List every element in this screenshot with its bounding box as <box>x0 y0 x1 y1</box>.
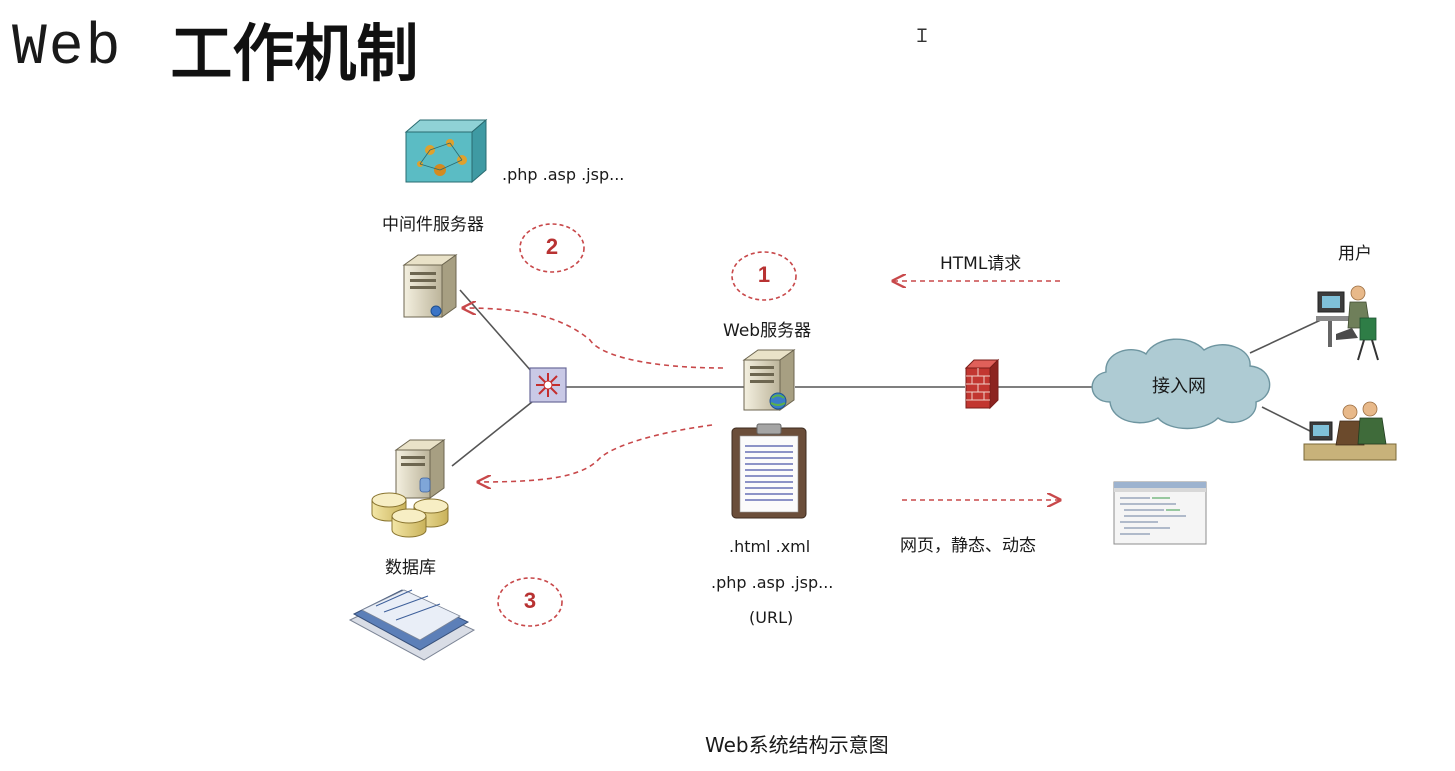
access-network-label: 接入网 <box>1152 376 1206 397</box>
database-arrow <box>478 424 713 482</box>
dashed-arrows <box>463 281 1060 500</box>
html-request-label: HTML请求 <box>940 254 1022 274</box>
step-3-circle <box>497 577 563 627</box>
file-types-line-1: .html .xml <box>729 537 811 556</box>
text-cursor-icon: Ｉ <box>913 26 931 47</box>
middleware-cube-icon <box>404 118 488 184</box>
user-workstation-icon <box>1316 285 1379 361</box>
users-group-icon <box>1303 401 1397 461</box>
step-1-circle <box>731 251 797 301</box>
page-title-cjk: 工作机制 <box>170 17 419 90</box>
database-label: 数据库 <box>385 558 436 578</box>
firewall-icon <box>964 358 1000 410</box>
file-types-line-3: (URL) <box>749 608 794 627</box>
step-1-number: 1 <box>757 262 771 287</box>
clipboard-document-icon <box>731 423 807 519</box>
diagram-caption: Web系统结构示意图 <box>705 733 889 757</box>
webpage-screenshot-icon <box>1113 481 1207 545</box>
network-links <box>451 289 1326 467</box>
file-types-line-2: .php .asp .jsp... <box>711 573 834 592</box>
access-network-cloud-icon <box>1091 338 1271 430</box>
page-title-latin: Web <box>12 15 123 81</box>
step-3-number: 3 <box>523 588 537 613</box>
step-2-number: 2 <box>545 234 559 259</box>
database-icon <box>371 439 449 538</box>
step-2-circle <box>519 223 585 273</box>
page-response-label: 网页，静态、动态 <box>900 536 1036 556</box>
web-server-label: Web服务器 <box>723 321 812 341</box>
middleware-extensions-label: .php .asp .jsp... <box>502 165 625 184</box>
network-switch-icon <box>529 367 567 403</box>
middleware-arrow <box>463 308 724 369</box>
web-server-icon <box>742 349 796 411</box>
web-pages-stack-icon <box>348 589 476 661</box>
middleware-server-icon <box>402 254 458 318</box>
page-title: Web 工作机制 <box>12 8 418 91</box>
user-label: 用户 <box>1338 244 1372 264</box>
middleware-server-label: 中间件服务器 <box>382 215 484 235</box>
